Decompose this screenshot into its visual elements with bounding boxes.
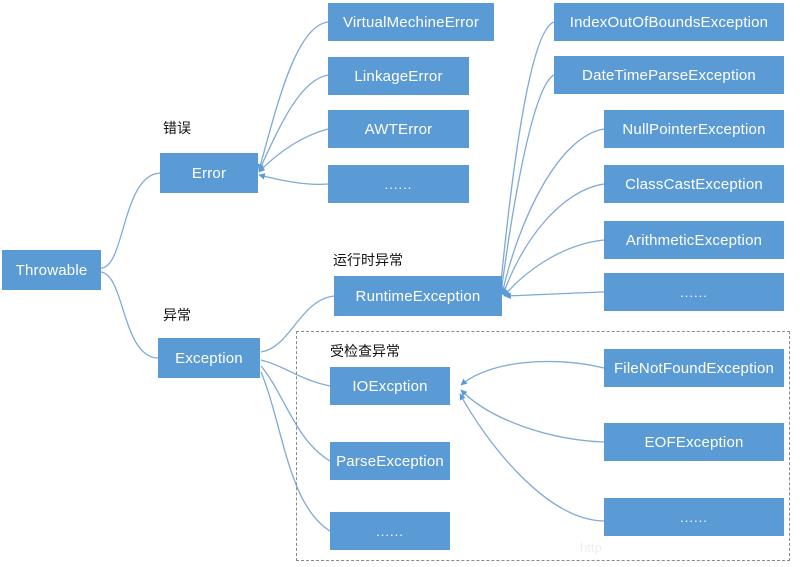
node-exception[interactable]: Exception	[158, 338, 260, 378]
node-nullpointerexception[interactable]: NullPointerException	[604, 110, 784, 148]
caption-error: 错误	[163, 121, 191, 137]
caption-exception: 异常	[163, 308, 191, 324]
node-indexoutofboundsexception[interactable]: IndexOutOfBoundsException	[554, 3, 784, 41]
node-throwable[interactable]: Throwable	[2, 250, 101, 290]
node-classcastexception[interactable]: ClassCastException	[604, 165, 784, 203]
watermark-text: http	[580, 540, 602, 555]
node-arithmeticexception[interactable]: ArithmeticException	[604, 221, 784, 259]
node-ioexcption[interactable]: IOExcption	[330, 367, 450, 405]
node-linkageerror[interactable]: LinkageError	[328, 57, 469, 95]
node-error[interactable]: Error	[160, 153, 258, 193]
node-checked-exception-more[interactable]: ......	[330, 512, 450, 550]
node-error-more[interactable]: ......	[328, 165, 469, 203]
node-virtualmechineerror[interactable]: VirtualMechineError	[328, 3, 494, 41]
caption-checked-exception: 受检查异常	[330, 344, 400, 360]
caption-runtime-exception: 运行时异常	[333, 253, 403, 269]
node-eofexception[interactable]: EOFException	[604, 423, 784, 461]
node-runtime-exception[interactable]: RuntimeException	[334, 276, 502, 316]
node-runtime-exception-more[interactable]: ......	[604, 273, 784, 311]
node-io-exception-more[interactable]: ......	[604, 498, 784, 536]
node-datetimeparseexception[interactable]: DateTimeParseException	[554, 56, 784, 94]
node-filenotfoundexception[interactable]: FileNotFoundException	[604, 349, 784, 387]
node-awterror[interactable]: AWTError	[328, 110, 469, 148]
node-parseexception[interactable]: ParseException	[330, 442, 450, 480]
